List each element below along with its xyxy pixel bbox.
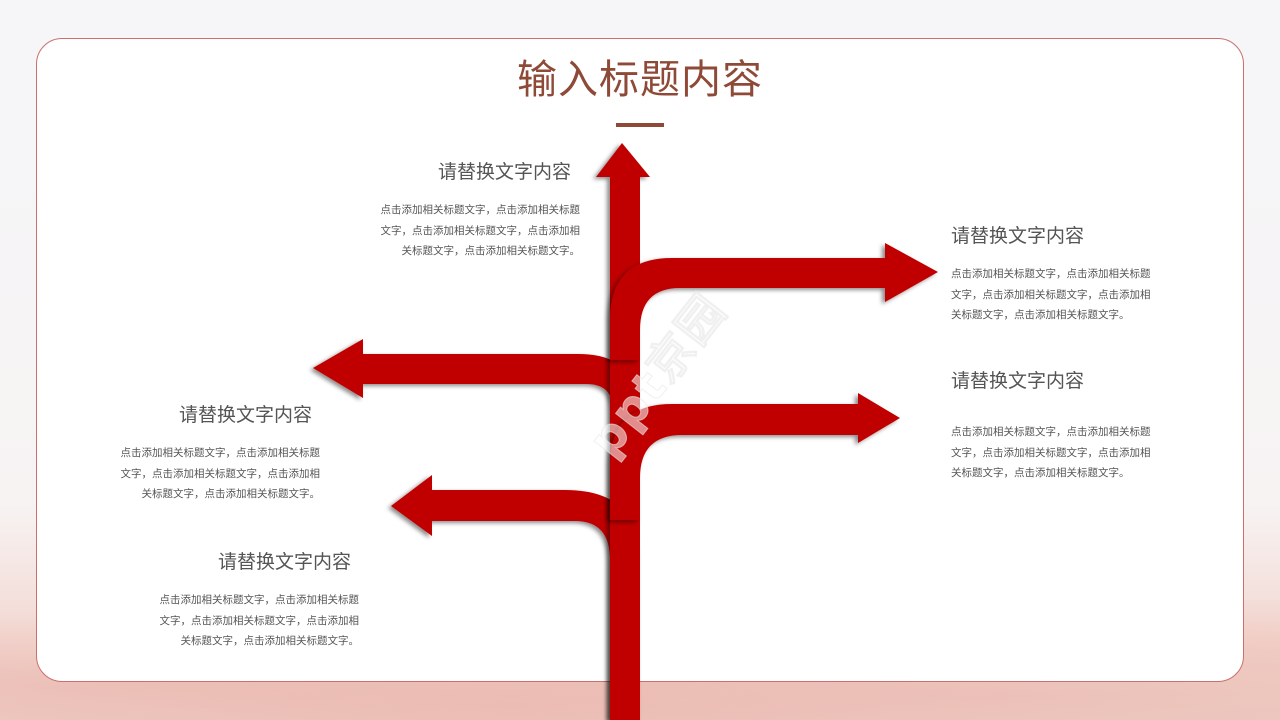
body-line: 文字，点击添加相关标题文字，点击添加相: [120, 467, 321, 480]
branch-right-2-arrow-icon: [610, 393, 900, 520]
item-heading-left-lower[interactable]: 请替换文字内容: [218, 551, 352, 573]
body-line: 文字，点击添加相关标题文字，点击添加相: [951, 446, 1151, 459]
body-line: 关标题文字，点击添加相关标题文字。: [951, 309, 1130, 321]
item-heading-left-middle[interactable]: 请替换文字内容: [179, 404, 313, 426]
item-body-top-left[interactable]: 点击添加相关标题文字，点击添加相关标题 文字，点击添加相关标题文字，点击添加相 …: [360, 200, 581, 262]
body-line: 点击添加相关标题文字，点击添加相关标题: [380, 204, 581, 216]
body-line: 点击添加相关标题文字，点击添加相关标题: [120, 447, 321, 459]
body-line: 关标题文字，点击添加相关标题文字。: [180, 635, 360, 647]
body-line: 点击添加相关标题文字，点击添加相关标题: [159, 594, 360, 606]
branch-left-1-arrow-icon: [313, 339, 640, 440]
body-line: 关标题文字，点击添加相关标题文字。: [141, 488, 321, 500]
item-body-left-middle[interactable]: 点击添加相关标题文字，点击添加相关标题 文字，点击添加相关标题文字，点击添加相 …: [100, 443, 321, 505]
title-underline: [616, 123, 664, 127]
branch-right-1-arrow-icon: [610, 243, 938, 360]
item-heading-right-lower[interactable]: 请替换文字内容: [951, 370, 1085, 392]
body-line: 点击添加相关标题文字，点击添加相关标题: [951, 426, 1151, 438]
branch-left-2-arrow-icon: [391, 475, 640, 720]
item-body-left-lower[interactable]: 点击添加相关标题文字，点击添加相关标题 文字，点击添加相关标题文字，点击添加相 …: [139, 590, 360, 652]
body-line: 文字，点击添加相关标题文字，点击添加相: [380, 224, 581, 237]
body-line: 文字，点击添加相关标题文字，点击添加相: [951, 288, 1151, 301]
body-line: 关标题文字，点击添加相关标题文字。: [951, 467, 1130, 479]
item-heading-top-left[interactable]: 请替换文字内容: [438, 161, 572, 183]
item-heading-right-upper[interactable]: 请替换文字内容: [951, 225, 1085, 247]
item-body-right-lower[interactable]: 点击添加相关标题文字，点击添加相关标题 文字，点击添加相关标题文字，点击添加相 …: [951, 422, 1171, 484]
body-line: 文字，点击添加相关标题文字，点击添加相: [159, 614, 360, 627]
body-line: 点击添加相关标题文字，点击添加相关标题: [951, 268, 1151, 280]
item-body-right-upper[interactable]: 点击添加相关标题文字，点击添加相关标题 文字，点击添加相关标题文字，点击添加相 …: [951, 264, 1171, 326]
slide-title[interactable]: 输入标题内容: [517, 57, 763, 103]
body-line: 关标题文字，点击添加相关标题文字。: [401, 245, 581, 257]
